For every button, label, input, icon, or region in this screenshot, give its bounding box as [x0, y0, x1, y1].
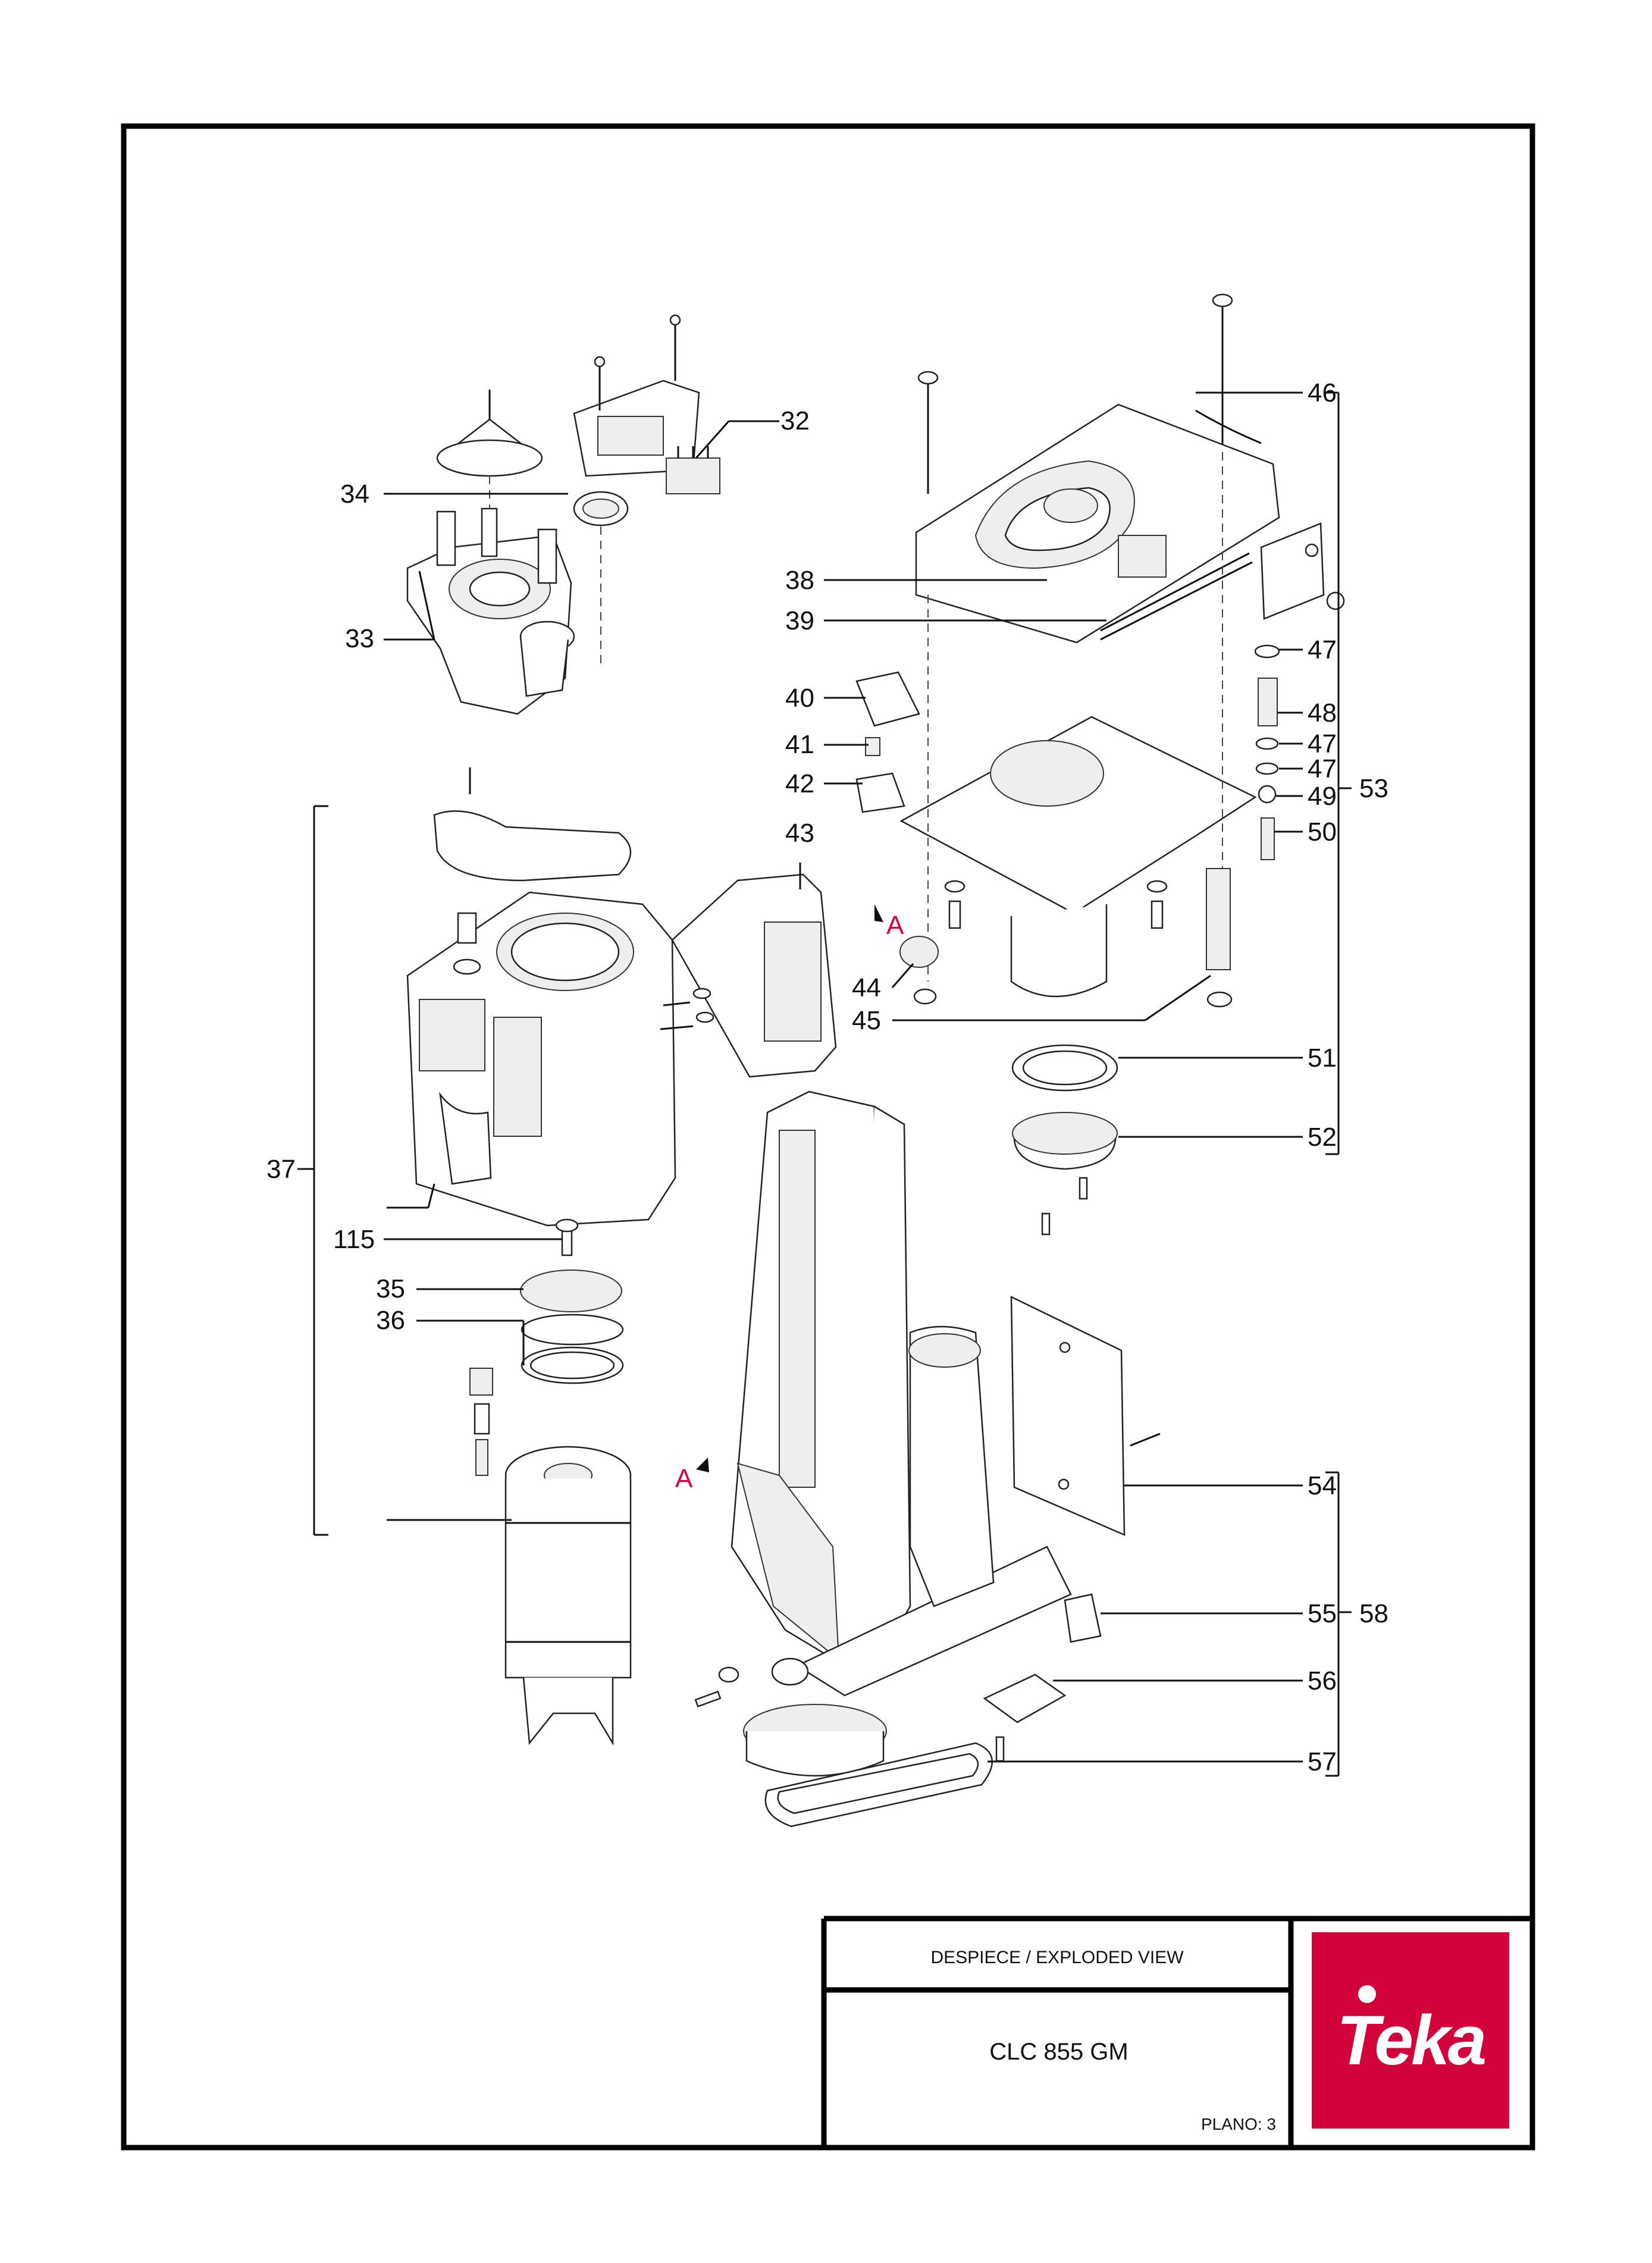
logo-dot-icon: [1358, 1985, 1376, 2003]
bracket-53: [1325, 391, 1352, 1155]
parts-diagram: A A: [267, 293, 1388, 1828]
sheet-number: PLANO: 3: [1201, 2115, 1276, 2133]
bracket-58: [1325, 1471, 1352, 1777]
callout-49: 49: [1308, 782, 1337, 811]
section-marker-a-bottom: A: [675, 1458, 709, 1493]
part-44-45-gear: [899, 868, 1233, 1008]
brand-logo: Teka: [1312, 1932, 1509, 2129]
callout-53: 53: [1359, 774, 1388, 803]
part-55-56-switch-plate: [694, 1593, 1102, 1762]
callout-47-c: 47: [1308, 754, 1337, 783]
callout-50: 50: [1308, 817, 1337, 847]
callout-33: 33: [345, 624, 374, 653]
model-name: CLC 855 GM: [989, 2039, 1128, 2065]
part-53-connector-plate: [1260, 522, 1345, 620]
callout-35: 35: [376, 1274, 405, 1303]
callout-47-b: 47: [1308, 729, 1337, 758]
logo-background: [1312, 1932, 1509, 2129]
callout-34: 34: [340, 479, 369, 509]
part-34-seal: [573, 491, 629, 526]
part-drive-column: [731, 1090, 1072, 1777]
callout-37: 37: [267, 1155, 296, 1184]
bracket-37: [297, 805, 328, 1536]
callout-32: 32: [780, 406, 810, 435]
part-33-grinder: [406, 507, 601, 715]
callout-39: 39: [785, 606, 814, 635]
part-37-brew-housing: [406, 767, 837, 1227]
part-47-48-49-50-fittings: [1254, 644, 1280, 860]
leader-lines: [384, 391, 1303, 1763]
section-marker-a-label-2: A: [675, 1464, 693, 1493]
part-brew-cylinder: [504, 1446, 632, 1746]
callout-36: 36: [376, 1306, 405, 1335]
sheet-border: [121, 123, 1535, 2151]
callout-43: 43: [785, 819, 814, 848]
part-heater-plate: [899, 452, 1257, 998]
callout-55: 55: [1308, 1599, 1337, 1628]
part-51-52-filter: [1011, 1044, 1118, 1236]
callout-45: 45: [852, 1006, 881, 1035]
part-115-35-36-stack: [520, 1218, 624, 1384]
callout-labels: 32 33 34 35 36 37 38 39 40 41 42 43 44 4…: [267, 378, 1388, 1776]
callout-52: 52: [1308, 1123, 1337, 1152]
callout-56: 56: [1308, 1666, 1337, 1695]
callout-44: 44: [852, 973, 881, 1002]
callout-54: 54: [1308, 1471, 1337, 1500]
callout-48: 48: [1308, 698, 1337, 728]
part-grinder-cone: [436, 390, 543, 512]
part-gear-housing: [573, 314, 700, 477]
title-block: DESPIECE / EXPLODED VIEW CLC 855 GM PLAN…: [821, 1916, 1532, 2148]
part-38-valve-block: [915, 293, 1280, 644]
callout-57: 57: [1308, 1747, 1337, 1776]
part-54-pcb: [1010, 1295, 1161, 1536]
part-57-belt: [764, 1742, 993, 1828]
callout-40: 40: [785, 684, 814, 713]
callout-38: 38: [785, 566, 814, 595]
part-40-41-42-clips: [855, 671, 920, 813]
callout-42: 42: [785, 769, 814, 798]
callout-51: 51: [1308, 1043, 1337, 1073]
title-heading: DESPIECE / EXPLODED VIEW: [930, 1948, 1184, 1967]
section-marker-a-label-1: A: [886, 911, 904, 940]
callout-58: 58: [1359, 1599, 1388, 1628]
callout-115: 115: [333, 1225, 375, 1254]
callout-47-a: 47: [1308, 635, 1337, 665]
part-spring-valve: [469, 1368, 493, 1476]
logo-wordmark: Teka: [1337, 2001, 1485, 2080]
callout-46: 46: [1308, 378, 1337, 408]
callout-41: 41: [785, 730, 814, 759]
section-marker-a-top: A: [874, 904, 904, 940]
part-32-switch: [666, 446, 720, 494]
